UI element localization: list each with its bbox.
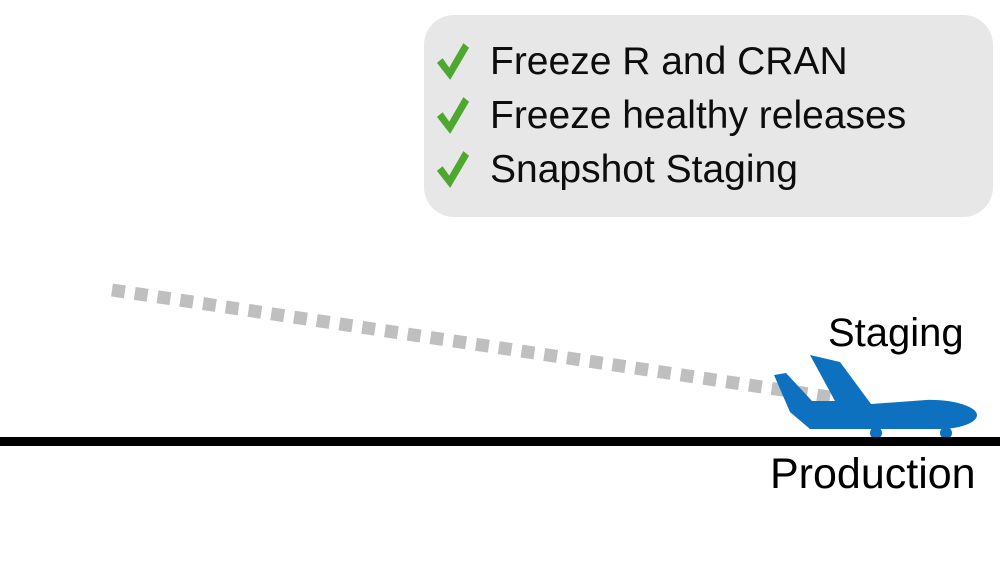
checkmark-icon <box>436 96 470 134</box>
checklist-item: Freeze R and CRAN <box>436 35 983 87</box>
airplane-landing-icon <box>774 355 977 439</box>
airplane-wheel-front <box>870 427 882 439</box>
checklist-item: Snapshot Staging <box>436 143 983 195</box>
checkmark-icon <box>436 42 470 80</box>
staging-label: Staging <box>828 311 964 355</box>
airplane-wheel-rear <box>940 427 952 439</box>
checklist-item: Freeze healthy releases <box>436 89 983 141</box>
ground-line <box>0 437 1000 446</box>
trajectory-dashed-line <box>111 283 857 408</box>
checkmark-icon <box>436 150 470 188</box>
checklist-item-label: Freeze R and CRAN <box>490 39 848 83</box>
checklist-item-label: Snapshot Staging <box>490 147 798 191</box>
checklist-item-label: Freeze healthy releases <box>490 93 907 137</box>
production-label: Production <box>770 450 976 498</box>
checklist-card: Freeze R and CRAN Freeze healthy release… <box>424 15 993 217</box>
airplane-body <box>774 355 977 429</box>
